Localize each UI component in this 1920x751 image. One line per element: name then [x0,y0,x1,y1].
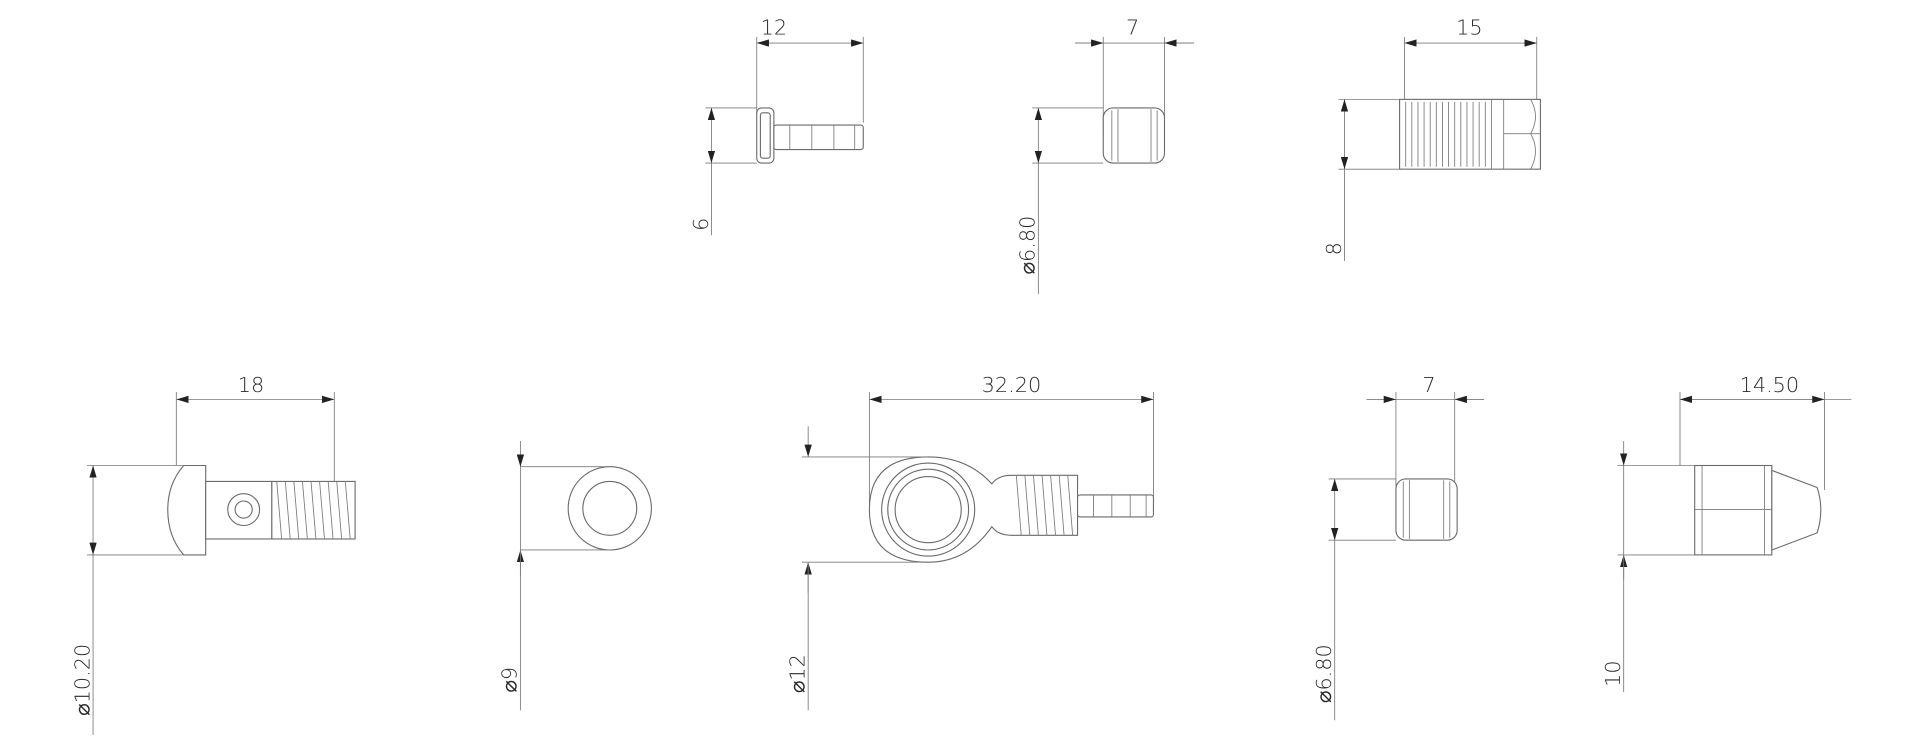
olive-bottom-view: 7 ⌀6.80 [1312,373,1485,721]
dimension-length: 14.50 [1740,373,1800,397]
compression-nut-view: 14.50 10 [1601,373,1852,693]
banjo-fitting-view: 32.20 ⌀12 [785,373,1155,711]
dimension-height: 10 [1601,660,1625,686]
banjo-bolt-view: 18 ⌀10.20 [70,373,356,735]
dimension-height: ⌀6.80 [1312,644,1336,703]
dimension-length: 32.20 [982,373,1042,397]
dimension-length: 7 [1126,15,1139,39]
dimension-height: 6 [689,218,713,231]
dimension-length: 18 [238,373,264,397]
dimension-height: ⌀9 [498,667,522,693]
washer-view: ⌀9 [498,441,652,711]
dimension-height: ⌀10.20 [70,644,94,716]
dimension-length: 12 [761,15,787,39]
dimension-length: 15 [1456,15,1482,39]
dimension-length: 7 [1422,373,1435,397]
threaded-nut-top-view: 15 8 [1322,15,1541,262]
barb-fitting-view: 12 6 [689,15,864,236]
dimension-height: ⌀12 [785,654,809,693]
olive-top-view: 7 ⌀6.80 [1016,15,1194,295]
dimension-height: 8 [1322,242,1346,255]
dimension-height: ⌀6.80 [1016,216,1040,275]
